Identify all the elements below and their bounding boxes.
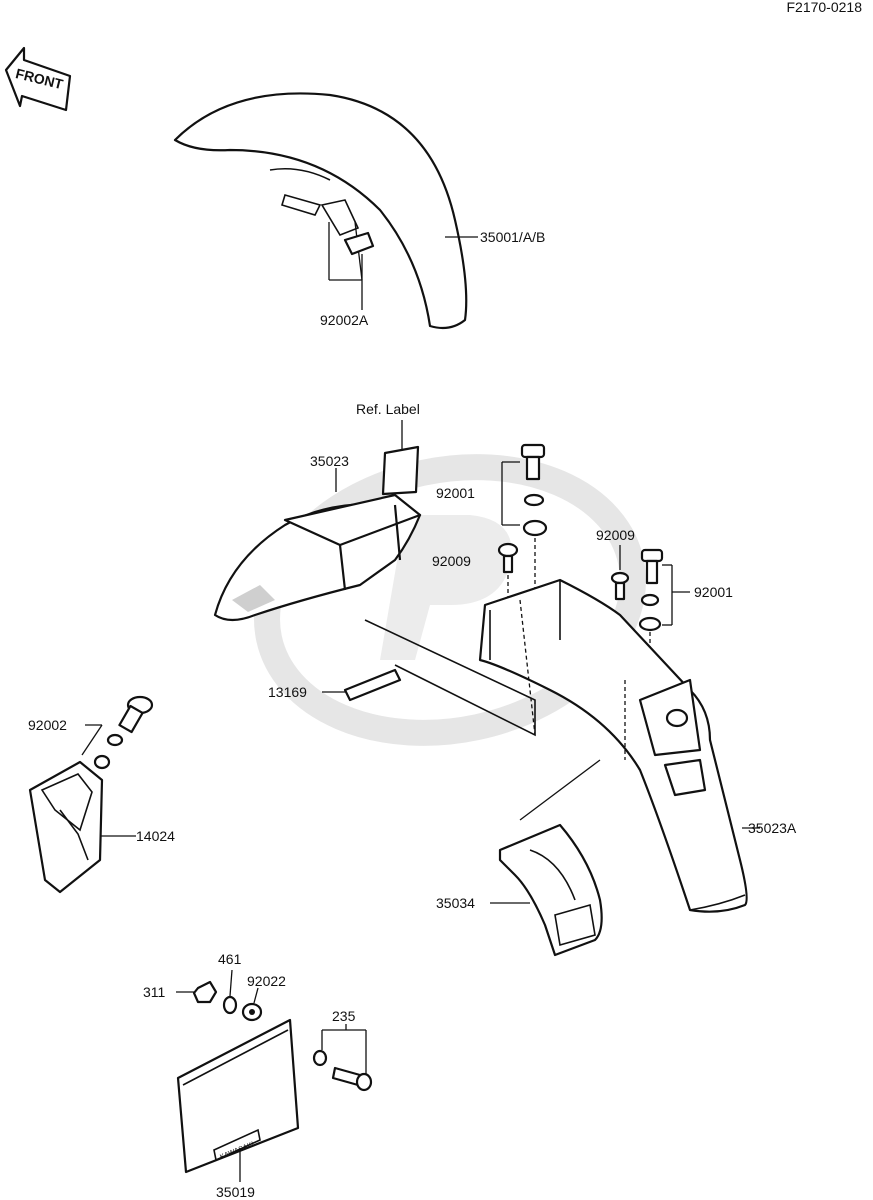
bolt-upper-icon (520, 443, 548, 537)
ref-label-text: Ref. Label (356, 401, 420, 417)
label-nut: 311 (143, 984, 166, 1000)
label-bracket-clip: 13169 (268, 684, 307, 700)
bracket-clip (322, 619, 536, 737)
label-rear-fender-front: 35023 (310, 453, 349, 469)
plate: KAWASAKI (176, 1018, 300, 1182)
label-screw-right: 92009 (596, 527, 635, 543)
label-front-fender-bolt: 92002A (320, 312, 369, 328)
front-fender (173, 92, 478, 330)
washer-icon (241, 1002, 263, 1022)
stay (490, 823, 603, 957)
label-screw-left: 92009 (432, 553, 471, 569)
label-front-fender: 35001/A/B (480, 229, 545, 245)
lock-washer-icon (222, 995, 238, 1015)
rear-fender-front (213, 468, 422, 622)
label-stay: 35034 (436, 895, 475, 911)
screw-set-icon (312, 1049, 373, 1092)
label-washer: 92022 (247, 973, 286, 989)
label-bolt-upper-right: 92001 (694, 584, 733, 600)
nut-icon (192, 980, 218, 1004)
label-screw-set: 235 (332, 1008, 356, 1024)
flap-bolt-icon (93, 695, 154, 770)
label-plate: 35019 (216, 1184, 255, 1200)
label-bolt-upper: 92001 (436, 485, 475, 501)
mud-flap (28, 760, 136, 894)
label-lock-washer: 461 (218, 951, 242, 967)
label-mud-flap: 14024 (136, 828, 175, 844)
rear-fender (478, 578, 760, 913)
watermark-logo (254, 454, 646, 746)
screw-left-icon (497, 542, 519, 574)
bolt-upper-right-icon (638, 548, 664, 632)
screw-right-icon (610, 571, 630, 601)
label-flap-bolt: 92002 (28, 717, 67, 733)
ref-label-sticker (381, 445, 420, 496)
diagram-code: F2170-0218 (786, 0, 862, 15)
label-rear-fender: 35023A (748, 820, 797, 836)
front-arrow-icon: FRONT (4, 46, 72, 112)
